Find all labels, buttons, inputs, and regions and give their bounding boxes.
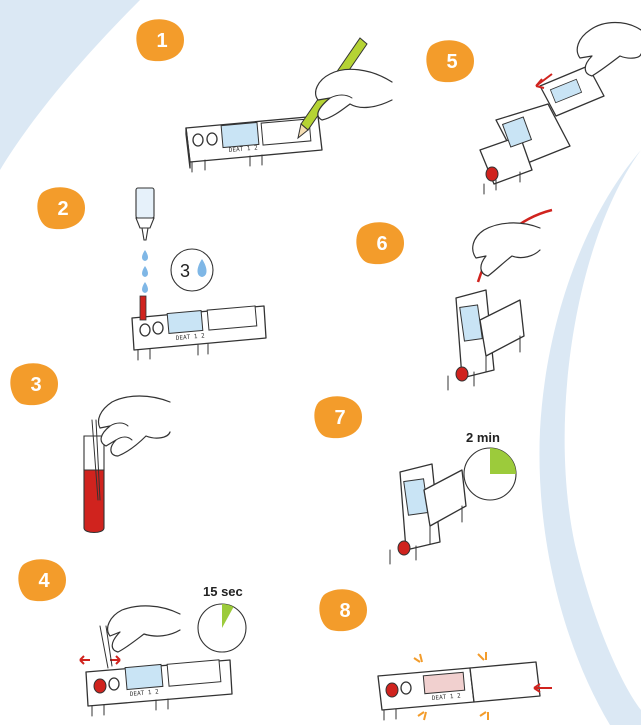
cartridge-step-8: DEAT 1 2 [378,662,540,720]
blood-sample-tube [140,296,146,320]
step-number-3: 3 [30,374,41,396]
timer-2-min: 2 min [464,430,516,500]
dropper-bottle [136,188,154,240]
step-badge-2: 2 [37,187,85,229]
eject-arrow [534,684,552,692]
step-4-illustration: 15 sec DEAT 1 2 [80,584,246,716]
step-number-1: 1 [156,30,167,52]
cartridge-step-7 [390,464,466,564]
timer-2-min-elapsed [490,448,516,474]
step-number-4: 4 [38,570,50,592]
step-3-illustration [84,396,170,533]
step-badge-4: 4 [18,559,66,601]
hand-step-6 [473,223,540,276]
timer-15-sec-label: 15 sec [203,584,243,599]
step-number-5: 5 [446,51,457,73]
step-1-illustration: DEAT 1 2 [186,38,392,172]
hand-step-5 [577,23,641,77]
cartridge-step-6 [448,290,524,390]
step-badge-5: 5 [426,40,474,82]
left-background-arc [0,0,140,170]
timer-2-min-label: 2 min [466,430,500,445]
right-background-arc [539,150,641,725]
hand-step-1 [316,69,392,120]
timer-15-sec: 15 sec [198,584,246,652]
hand-step-3 [99,396,171,456]
step-number-6: 6 [376,233,387,255]
step-6-illustration [448,210,552,390]
step-badge-7: 7 [314,396,362,438]
cartridge-window [221,122,259,147]
step-2-illustration: 3 DEAT 1 2 [132,188,266,360]
step-number-7: 7 [334,407,345,429]
cartridge-step-5 [480,104,570,194]
step-5-illustration [480,23,641,195]
step-badge-3: 3 [10,363,58,405]
drop-counter: 3 [171,249,213,291]
step-badge-8: 8 [319,589,367,631]
step-7-illustration: 2 min [390,430,516,564]
step-number-2: 2 [57,198,68,220]
cartridge-step-2: DEAT 1 2 [132,306,266,360]
press-arrows [80,656,120,664]
reagent-drops [142,250,148,293]
step-badge-1: 1 [136,19,184,61]
step-badge-6: 6 [356,222,404,264]
step-number-8: 8 [339,600,350,622]
drop-count: 3 [180,261,190,281]
hand-step-4 [100,606,180,668]
step-8-illustration: DEAT 1 2 [378,652,552,720]
